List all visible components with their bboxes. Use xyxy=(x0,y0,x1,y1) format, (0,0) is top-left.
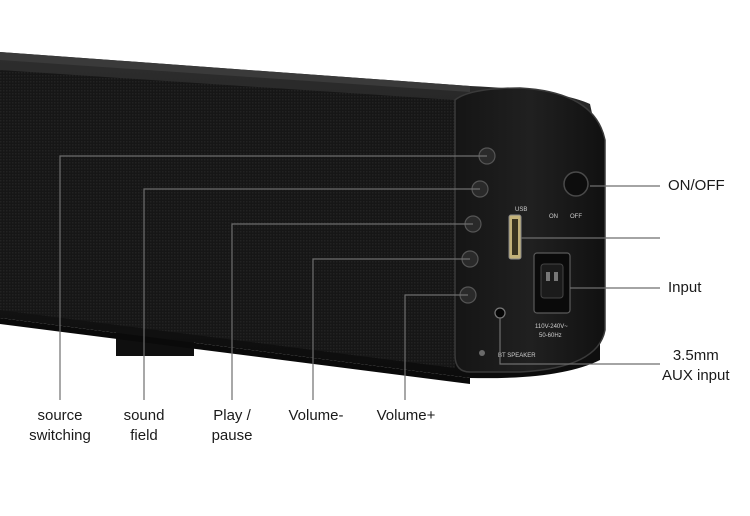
voltage-label-1: 110V-240V~ xyxy=(535,324,568,330)
leader-lines xyxy=(59,155,660,400)
leader-volume-minus xyxy=(312,258,470,400)
usb-label: USB xyxy=(515,207,527,213)
label-play-pause: Play / pause xyxy=(211,407,253,444)
speaker-grille xyxy=(0,70,455,368)
leader-volume-plus xyxy=(404,294,468,400)
label-on-off: ON/OFF xyxy=(668,177,725,194)
label-source-switching: source switching xyxy=(29,407,91,444)
switch-off-label: OFF xyxy=(570,214,582,220)
leader-source xyxy=(59,155,487,400)
leader-aux xyxy=(499,318,660,365)
leader-sound-field xyxy=(143,188,480,400)
label-volume-minus: Volume- xyxy=(288,407,344,424)
label-input: Input xyxy=(668,279,702,296)
leader-play-pause xyxy=(231,223,473,400)
switch-on-label: ON xyxy=(549,214,558,220)
label-volume-plus: Volume+ xyxy=(376,407,436,424)
bt-speaker-label: BT SPEAKER xyxy=(498,353,536,359)
power-switch[interactable] xyxy=(563,171,589,197)
label-sound-field: sound field xyxy=(123,407,165,444)
bluetooth-icon xyxy=(479,350,485,356)
label-aux-input: 3.5mm AUX input xyxy=(662,347,730,384)
aux-jack[interactable] xyxy=(494,307,506,319)
voltage-label-2: 50-60Hz xyxy=(539,333,562,339)
